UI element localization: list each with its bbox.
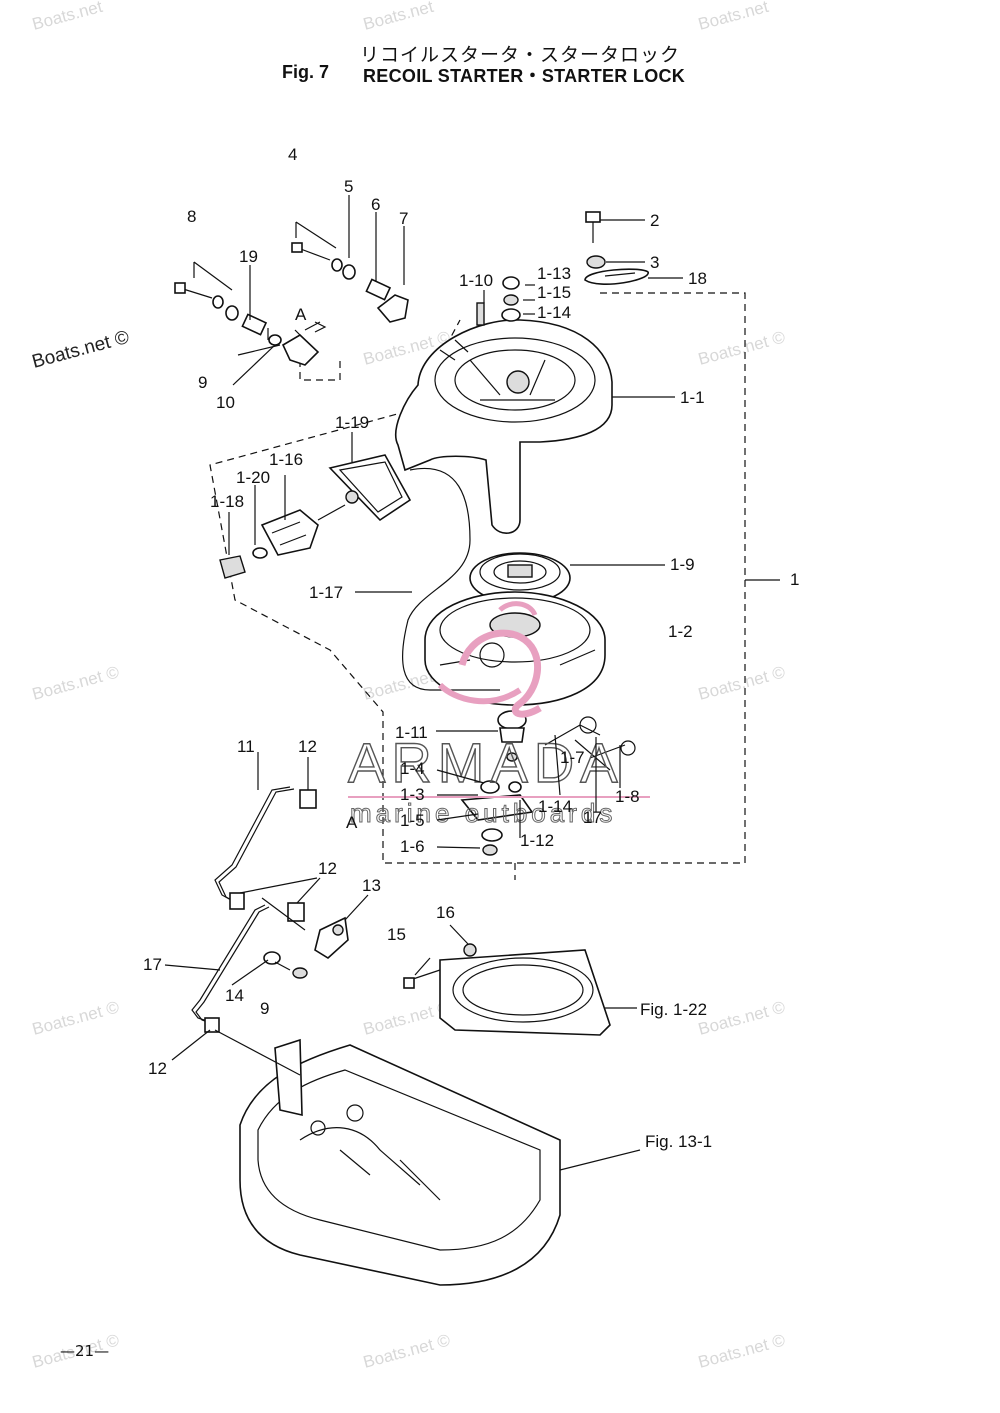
callout-label: 18 — [688, 269, 707, 288]
callout-label: 1-2 — [668, 622, 693, 641]
watermark: Boats.net © — [361, 1330, 452, 1372]
watermark: Boats.net © — [361, 997, 452, 1039]
callout-label: A — [346, 813, 358, 832]
callout-label: 17 — [143, 955, 162, 974]
brand-watermark-sub: marine outboards — [350, 798, 616, 828]
callout-label: 2 — [650, 211, 659, 230]
callout-label: 5 — [344, 177, 353, 196]
callout-label: 1-19 — [335, 413, 369, 432]
callout-label: 9 — [260, 999, 269, 1018]
watermark: Boats.net — [361, 0, 436, 34]
watermark-dark: Boats.net © — [30, 327, 132, 373]
starter-handle — [219, 454, 412, 579]
leader-lines — [164, 219, 683, 1171]
callout-label: 1-12 — [520, 831, 554, 850]
callout-label: 1-4 — [400, 759, 425, 778]
starter-rope — [402, 467, 500, 691]
callout-label: 12 — [318, 859, 337, 878]
callout-label: 1-3 — [400, 785, 425, 804]
callout-label: 1-15 — [537, 283, 571, 302]
watermark: Boats.net © — [696, 1330, 787, 1372]
figure-number: Fig. 7 — [282, 62, 330, 82]
callout-label: 14 — [225, 986, 244, 1005]
callout-label: 13 — [362, 876, 381, 895]
watermark: Boats.net © — [696, 327, 787, 369]
callout-label: 1-11 — [395, 723, 428, 742]
callout-label: 1-8 — [615, 787, 640, 806]
callout-label: 1-7 — [560, 748, 585, 767]
lock-hardware — [174, 195, 409, 366]
lock-linkage — [191, 786, 349, 1033]
mounting-frame — [403, 943, 611, 1036]
callout-label: 3 — [650, 253, 659, 272]
callout-label: 7 — [399, 209, 408, 228]
watermark: Boats.net © — [696, 997, 787, 1039]
callout-label: 1-20 — [236, 468, 270, 487]
callout-label: 1-14 — [538, 797, 572, 816]
brand-watermark: ARMADA — [348, 731, 624, 794]
watermark: Boats.net — [30, 0, 105, 34]
callout-label: 17 — [583, 808, 602, 827]
bottom-cowl — [239, 1038, 561, 1286]
page-number: —21— — [60, 1342, 110, 1360]
callout-label: 12 — [298, 737, 317, 756]
callout-label: 1-14 — [537, 303, 571, 322]
callout-label: 1-6 — [400, 837, 425, 856]
center-hardware — [476, 276, 521, 326]
callout-label: 1-5 — [400, 811, 425, 830]
watermark: Boats.net © — [30, 662, 121, 704]
callout-label: 9 — [198, 373, 207, 392]
ratchet-parts — [460, 710, 636, 856]
callout-label: Fig. 1-22 — [640, 1000, 707, 1019]
starter-reel — [469, 552, 571, 604]
callout-label: 1-10 — [459, 271, 493, 290]
title-english: RECOIL STARTER・STARTER LOCK — [363, 66, 686, 86]
callout-labels: 4 5 6 7 8 19 A 9 10 2 3 18 1-10 1-13 1-1… — [143, 145, 799, 1151]
callout-label: 4 — [288, 145, 297, 164]
callout-label: 1-18 — [210, 492, 244, 511]
watermark: Boats.net — [696, 0, 771, 34]
callout-label: 1-9 — [670, 555, 695, 574]
callout-label: 8 — [187, 207, 196, 226]
callout-label: 6 — [371, 195, 380, 214]
callout-label: 11 — [237, 737, 255, 756]
callout-label: 10 — [216, 393, 235, 412]
brand-logo: ARMADA marine outboards — [347, 601, 650, 829]
watermark: Boats.net © — [696, 662, 787, 704]
starter-pulley — [424, 591, 606, 706]
top-hardware — [584, 211, 649, 285]
callout-label: 19 — [239, 247, 258, 266]
callout-label: Fig. 13-1 — [645, 1132, 712, 1151]
callout-label: 1-13 — [537, 264, 571, 283]
title-japanese: リコイルスタータ・スタータロック — [359, 44, 680, 66]
callout-label: 1-16 — [269, 450, 303, 469]
callout-label: 1-1 — [680, 388, 705, 407]
assembly-boundary — [209, 292, 780, 880]
callout-label: 16 — [436, 903, 455, 922]
callout-label: A — [295, 305, 307, 324]
callout-label: 1-17 — [309, 583, 343, 602]
callout-label: 1 — [790, 570, 799, 589]
watermark: Boats.net © — [30, 997, 121, 1039]
callout-label: 15 — [387, 925, 406, 944]
callout-label: 12 — [148, 1059, 167, 1078]
